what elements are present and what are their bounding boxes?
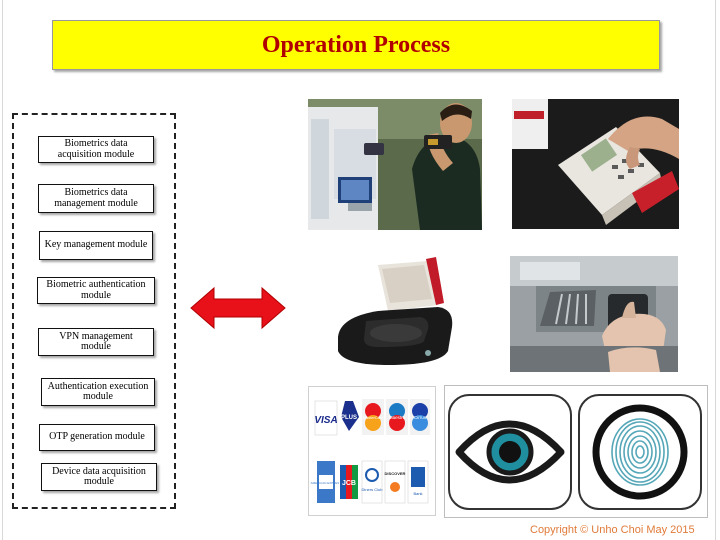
module-label: Authentication execution module xyxy=(47,380,149,402)
svg-text:Cirrus: Cirrus xyxy=(414,415,427,420)
fingerprint-icon xyxy=(592,404,688,500)
module-box: Biometric authentication module xyxy=(37,277,155,304)
right-border-line xyxy=(715,0,716,540)
card-logos-image: VISA PLUS MasterCard Maestro Cirrus xyxy=(308,386,436,516)
cirrus-logo: Cirrus xyxy=(410,399,430,435)
module-box: VPN management module xyxy=(38,328,154,356)
module-label: VPN management module xyxy=(59,330,133,352)
module-label: Biometrics data management module xyxy=(54,187,138,209)
module-box: OTP generation module xyxy=(39,424,155,451)
module-box: Device data acquisition module xyxy=(41,463,157,491)
svg-text:AMERICAN EXPRESS: AMERICAN EXPRESS xyxy=(311,481,342,485)
bank-card-logo: Bank xyxy=(407,460,429,504)
svg-text:DISCOVER: DISCOVER xyxy=(385,471,406,476)
page-title: Operation Process xyxy=(261,31,451,58)
payment-terminal-photo xyxy=(512,99,679,229)
svg-text:JCB: JCB xyxy=(342,480,356,487)
left-border-line xyxy=(2,0,3,540)
svg-text:Maestro: Maestro xyxy=(389,415,406,420)
diners-club-logo: Diners Club xyxy=(362,460,384,504)
module-label: Biometrics data acquisition module xyxy=(57,138,135,160)
maestro-logo: Maestro xyxy=(386,399,408,435)
mastercard-logo: MasterCard xyxy=(362,399,384,435)
jcb-logo: JCB xyxy=(339,461,359,503)
module-label: Key management module xyxy=(44,239,148,251)
module-box: Key management module xyxy=(39,231,153,260)
title-banner: Operation Process xyxy=(52,20,660,70)
plus-logo: PLUS xyxy=(339,399,359,435)
fingerprint-reader-photo xyxy=(308,255,482,374)
svg-text:Diners Club: Diners Club xyxy=(362,487,384,492)
svg-text:VISA: VISA xyxy=(314,415,337,426)
atm-kiosk-photo xyxy=(308,99,482,230)
module-label: Biometric authentication module xyxy=(46,279,146,301)
module-box: Biometrics data management module xyxy=(38,184,154,213)
svg-text:Bank: Bank xyxy=(413,491,422,496)
eye-icon xyxy=(455,420,565,484)
amex-logo: AMERICAN EXPRESS xyxy=(311,461,342,503)
biometric-icons-panel xyxy=(444,385,708,518)
module-box: Authentication execution module xyxy=(41,378,155,406)
svg-text:PLUS: PLUS xyxy=(341,415,357,421)
module-box: Biometrics data acquisition module xyxy=(38,136,154,163)
module-label: Device data acquisition module xyxy=(52,465,146,487)
module-label: OTP generation module xyxy=(49,431,145,443)
discover-logo: DISCOVER xyxy=(385,460,406,504)
svg-text:MasterCard: MasterCard xyxy=(363,415,384,420)
copyright-text: Copyright © Unho Choi May 2015 xyxy=(530,524,695,536)
module-list-panel xyxy=(12,113,176,509)
finger-vein-atm-photo xyxy=(510,256,678,372)
visa-logo: VISA xyxy=(314,400,338,436)
double-headed-arrow xyxy=(190,286,286,330)
